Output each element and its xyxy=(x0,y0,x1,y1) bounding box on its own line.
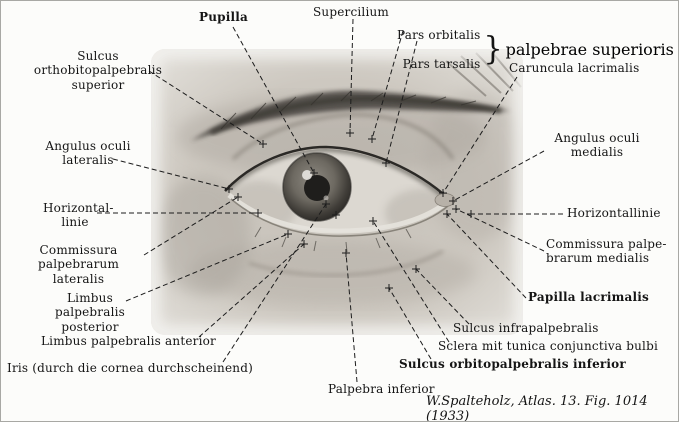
label-palpebrae-superioris: palpebrae superioris xyxy=(505,40,674,60)
label-pupilla: Pupilla xyxy=(199,10,248,24)
upper-lid-margin xyxy=(224,145,450,200)
crosshair-marks xyxy=(225,129,475,292)
label-palpebra-inferior: Palpebra inferior xyxy=(328,382,435,396)
label-horizontallinie-left: Horizontal- linie xyxy=(43,201,114,230)
leader-lines xyxy=(97,18,563,383)
label-horizontallinie-right: Horizontallinie xyxy=(567,206,661,220)
lower-lashes xyxy=(254,226,412,253)
label-limbus-palpebralis-posterior: Limbus palpebralis posterior xyxy=(54,291,126,334)
pupil xyxy=(304,175,330,201)
label-caruncula-lacrimalis: Caruncula lacrimalis xyxy=(509,61,640,75)
lower-lid-margin xyxy=(230,198,449,237)
caruncle xyxy=(434,193,456,207)
catchlight xyxy=(302,170,312,180)
label-papilla-lacrimalis: Papilla lacrimalis xyxy=(528,290,649,304)
label-commissura-palpebrarum-medialis: Commissura palpe- brarum medialis xyxy=(546,237,667,266)
label-sclera: Sclera mit tunica conjunctiva bulbi xyxy=(438,339,658,353)
label-pars-tarsalis: Pars tarsalis xyxy=(402,57,481,72)
eyebrow-hairs xyxy=(220,90,477,130)
label-sulcus-infrapalpebralis: Sulcus infrapalpebralis xyxy=(453,321,599,335)
label-sulcus-orbitopalpebralis-superior: Sulcus orthobitopalpebralis superior xyxy=(33,49,163,92)
label-angulus-oculi-lateralis: Angulus oculi lateralis xyxy=(45,139,131,168)
upper-lid-crease xyxy=(231,113,455,161)
label-sulcus-orbitopalpebralis-inferior: Sulcus orbitopalpebralis inferior xyxy=(399,357,626,371)
figure-citation: W.Spalteholz, Atlas. 13. Fig. 1014 (1933… xyxy=(426,394,648,422)
brace-glyph: } xyxy=(483,31,503,69)
label-pars-orbitalis: Pars orbitalis xyxy=(397,28,481,43)
label-supercilium: Supercilium xyxy=(313,5,390,19)
label-iris: Iris (durch die cornea durchscheinend) xyxy=(7,361,253,375)
infrapalpebral-sulcus xyxy=(248,249,444,277)
label-palpebrae-superioris-group: Pars orbitalis Pars tarsalis } palpebrae… xyxy=(397,14,674,86)
label-limbus-palpebralis-anterior: Limbus palpebralis anterior xyxy=(41,334,216,348)
label-angulus-oculi-medialis: Angulus oculi medialis xyxy=(554,131,640,160)
label-commissura-palpebrarum-lateralis: Commissura palpebrarum lateralis xyxy=(37,243,120,286)
